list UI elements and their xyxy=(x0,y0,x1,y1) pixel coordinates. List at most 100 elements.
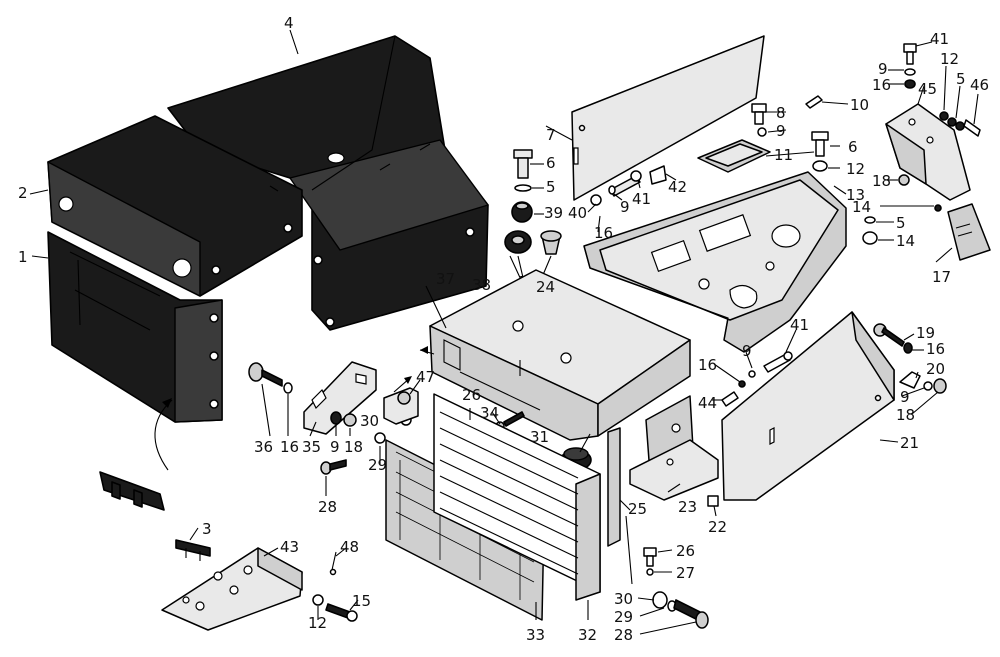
label-23: 23 xyxy=(678,498,697,516)
label-38: 38 xyxy=(472,276,491,294)
part-10-clip xyxy=(805,95,823,109)
label-40: 40 xyxy=(568,204,587,222)
part-12-washer-right xyxy=(812,160,828,172)
label-4: 4 xyxy=(284,14,294,32)
part-25-strip xyxy=(607,427,633,585)
small-bracket xyxy=(99,471,165,511)
label-12-top-right: 12 xyxy=(940,50,959,68)
part-27-washer xyxy=(646,568,654,576)
label-27: 27 xyxy=(676,564,695,582)
part-43-plate xyxy=(161,547,303,631)
part-22-clip xyxy=(707,495,719,507)
label-45: 45 xyxy=(918,80,937,98)
label-22: 22 xyxy=(708,518,727,536)
label-17: 17 xyxy=(932,268,951,286)
label-5-right: 5 xyxy=(896,214,906,232)
label-26-mid: 26 xyxy=(462,386,481,404)
label-16-bottom: 16 xyxy=(280,438,299,456)
label-9-upper: 9 xyxy=(776,122,786,140)
part-21-right-panel xyxy=(721,311,895,501)
label-18-bottom: 18 xyxy=(344,438,363,456)
label-29-mid: 29 xyxy=(368,456,387,474)
label-28-mid: 28 xyxy=(318,498,337,516)
part-8-bolt xyxy=(751,103,767,125)
label-19: 19 xyxy=(916,324,935,342)
part-9-nut-mid xyxy=(330,411,342,425)
label-46: 46 xyxy=(970,76,989,94)
label-14-top: 14 xyxy=(852,198,871,216)
part-23-mount-bracket xyxy=(629,395,719,501)
label-1: 1 xyxy=(18,248,28,266)
label-18-top-right: 18 xyxy=(872,172,891,190)
part-9-washer-mid-right xyxy=(748,370,756,378)
part-37-battery-box xyxy=(429,269,691,441)
label-26-right: 26 xyxy=(676,542,695,560)
part-18-nut-top-right xyxy=(898,174,910,186)
part-48-pin xyxy=(329,551,337,576)
label-20: 20 xyxy=(926,360,945,378)
part-9-washer-right xyxy=(923,381,933,391)
part-4-hood xyxy=(167,35,489,331)
part-41-bolt-mid xyxy=(763,351,793,373)
part-9-washer-top-right xyxy=(904,68,916,76)
label-9-bottom: 9 xyxy=(330,438,340,456)
label-16-top: 16 xyxy=(594,224,613,242)
label-24: 24 xyxy=(536,278,555,296)
part-7-side-panel xyxy=(571,35,765,201)
label-28-low: 28 xyxy=(614,626,633,644)
part-44-clip xyxy=(721,391,739,407)
label-5-left: 5 xyxy=(546,178,556,196)
label-16-mid-right: 16 xyxy=(698,356,717,374)
label-6-right: 6 xyxy=(848,138,858,156)
label-48: 48 xyxy=(340,538,359,556)
part-36-bolt xyxy=(248,362,283,387)
label-6-left: 6 xyxy=(546,154,556,172)
part-16-washer-right xyxy=(903,342,913,354)
part-6-bolt-left xyxy=(513,149,533,179)
label-13: 13 xyxy=(846,186,865,204)
label-47: 47 xyxy=(416,368,435,386)
part-5-washer-right xyxy=(864,216,876,224)
label-36: 36 xyxy=(254,438,273,456)
label-12-right: 12 xyxy=(846,160,865,178)
part-12-washer-lower xyxy=(312,594,324,606)
part-42-bracket xyxy=(649,165,667,185)
callout-labels: 1 2 4 3 43 48 15 12 36 16 35 9 18 30 29 … xyxy=(18,14,989,644)
label-41-top-right: 41 xyxy=(930,30,949,48)
label-15: 15 xyxy=(352,592,371,610)
label-35: 35 xyxy=(302,438,321,456)
part-28-bolt-mid xyxy=(320,459,347,475)
part-13-top-panel xyxy=(583,171,847,353)
part-14-stud xyxy=(934,204,942,212)
label-16-top-right: 16 xyxy=(872,76,891,94)
part-45-support xyxy=(885,103,971,201)
label-30-low: 30 xyxy=(614,590,633,608)
label-29-low: 29 xyxy=(614,608,633,626)
label-18-right: 18 xyxy=(896,406,915,424)
part-47-latch xyxy=(383,387,419,425)
label-41-top: 41 xyxy=(632,190,651,208)
part-9-washer-mid-top xyxy=(608,185,616,195)
label-7: 7 xyxy=(546,126,556,144)
label-30-mid: 30 xyxy=(360,412,379,430)
label-16-right: 16 xyxy=(926,340,945,358)
label-33: 33 xyxy=(526,626,545,644)
part-16-nut-top-right xyxy=(904,79,916,89)
label-43: 43 xyxy=(280,538,299,556)
label-42: 42 xyxy=(668,178,687,196)
label-9-top: 9 xyxy=(620,198,630,216)
label-2: 2 xyxy=(18,184,28,202)
label-39: 39 xyxy=(544,204,563,222)
label-21: 21 xyxy=(900,434,919,452)
label-12-bottom: 12 xyxy=(308,614,327,632)
label-3: 3 xyxy=(202,520,212,538)
part-32-louver-grille xyxy=(433,393,601,601)
label-5-top-right: 5 xyxy=(956,70,966,88)
label-9-right: 9 xyxy=(900,388,910,406)
part-11-cover-plate xyxy=(697,139,771,173)
part-19-bolt xyxy=(873,323,905,347)
part-3-clip xyxy=(175,539,211,561)
part-6-bolt-right xyxy=(811,131,829,157)
part-38-grommet xyxy=(504,230,532,254)
part-20-latch xyxy=(899,371,921,389)
